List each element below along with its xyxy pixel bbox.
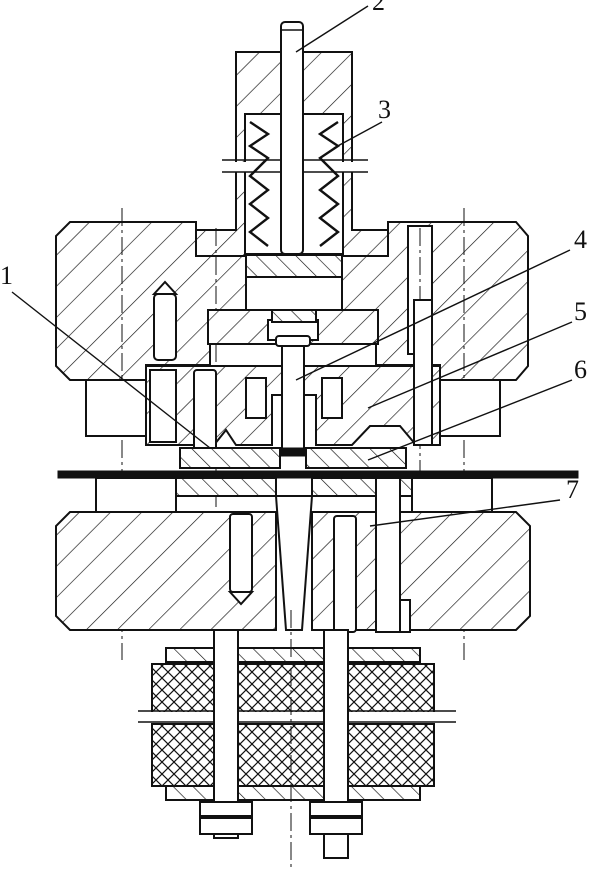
callout-1: 1 [0,261,13,290]
disc-spring-right [317,121,341,247]
leader-1 [11,291,211,449]
upper-die-shoe [55,208,529,660]
callout-4: 4 [574,225,587,254]
ejector-rod [280,21,304,255]
lower-die-shoe [55,477,531,633]
buffer-bolt-left [199,629,253,839]
leader-4 [295,249,571,381]
punch-plate [145,299,441,467]
leader-7 [369,499,561,527]
callout-2: 2 [372,0,385,16]
leader-lines [11,5,573,527]
callouts: 1 2 3 4 5 6 7 [0,0,587,504]
callout-5: 5 [574,297,587,326]
leader-2 [295,5,369,53]
leader-6 [367,379,573,461]
buffer-bolt-right [309,629,363,859]
leader-5 [367,321,573,409]
disc-spring-left [247,121,271,247]
callout-6: 6 [574,355,587,384]
callout-7: 7 [566,475,579,504]
rubber-buffer [138,610,456,870]
punch-holder-plates [85,309,501,437]
stripper-plate [179,447,407,469]
leader-3 [333,121,383,149]
sheet-strip [57,470,579,479]
punch [275,335,311,453]
callout-3: 3 [378,95,391,124]
